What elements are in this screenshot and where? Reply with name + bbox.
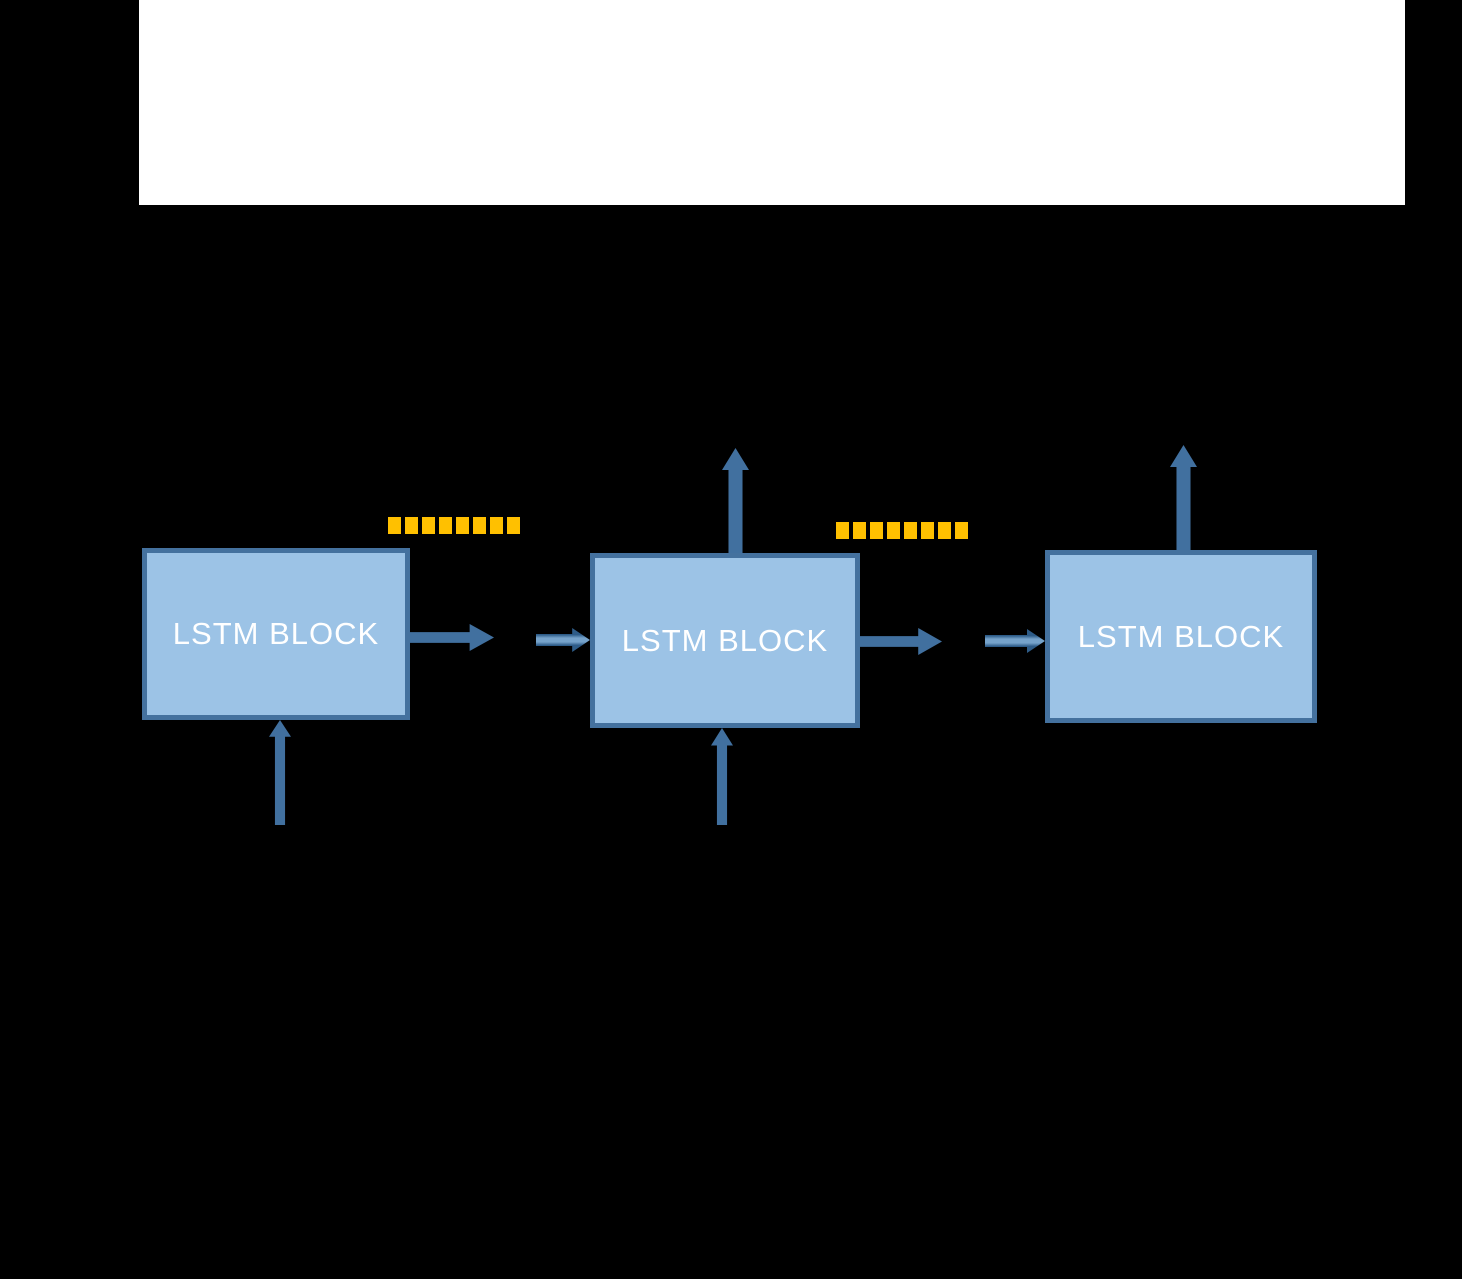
dash-segment — [853, 522, 866, 539]
dash-segment — [456, 517, 469, 534]
dash-segment — [870, 522, 883, 539]
arrow-input-bottom-lstm-2-icon — [711, 728, 733, 825]
arrow-in-lstm-2-icon — [536, 628, 590, 652]
dash-segment — [955, 522, 968, 539]
lstm-block-2: LSTM BLOCK — [590, 553, 860, 728]
dash-segment — [904, 522, 917, 539]
lstm-block-3: LSTM BLOCK — [1045, 550, 1317, 723]
dash-segment — [490, 517, 503, 534]
dash-segment — [473, 517, 486, 534]
dash-segment — [405, 517, 418, 534]
lstm-block-1-label: LSTM BLOCK — [172, 616, 380, 651]
arrow-input-bottom-lstm-1-icon — [269, 720, 291, 825]
dash-segment — [507, 517, 520, 534]
lstm-block-3-label: LSTM BLOCK — [1077, 618, 1285, 654]
arrow-output-up-lstm-3-icon — [1170, 445, 1197, 550]
dashed-highlight-1 — [388, 517, 520, 534]
arrow-in-lstm-3-icon — [985, 629, 1045, 653]
lstm-block-2-label: LSTM BLOCK — [621, 622, 829, 658]
dash-segment — [938, 522, 951, 539]
top-panel — [139, 0, 1405, 205]
dash-segment — [836, 522, 849, 539]
dashed-highlight-2 — [836, 522, 968, 539]
dash-segment — [388, 517, 401, 534]
lstm-block-1: LSTM BLOCK — [142, 548, 410, 720]
arrow-out-lstm-2-icon — [860, 628, 942, 655]
arrow-output-up-lstm-2-icon — [722, 448, 749, 553]
dash-segment — [921, 522, 934, 539]
dash-segment — [422, 517, 435, 534]
dash-segment — [887, 522, 900, 539]
arrow-out-lstm-1-icon — [410, 624, 494, 651]
dash-segment — [439, 517, 452, 534]
